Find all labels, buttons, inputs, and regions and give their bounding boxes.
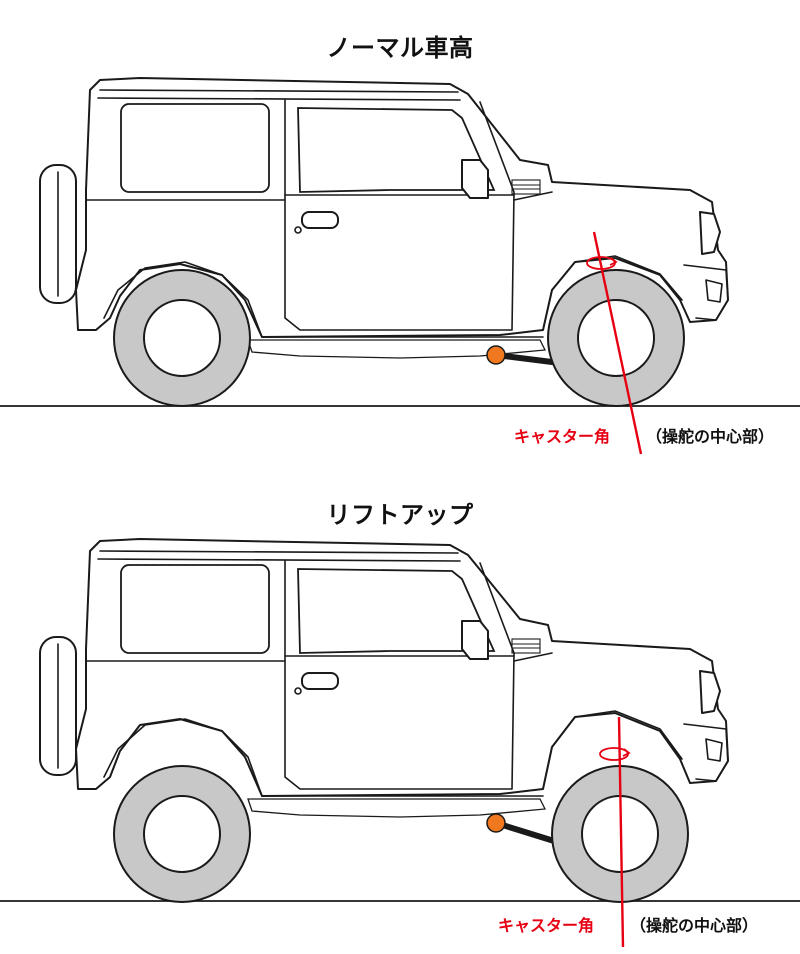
steering-axis-line — [592, 231, 643, 455]
caster-angle-label-lift: キャスター角 — [498, 916, 595, 935]
steering-center-label-lift: （操舵の中心部） — [630, 916, 759, 935]
vehicle-side-view-lift — [0, 538, 800, 948]
steering-axis-line — [617, 716, 625, 948]
underbody — [247, 339, 547, 359]
ball-joint-icon — [486, 345, 506, 365]
panel-title-lift: リフトアップ — [326, 501, 474, 529]
steering-center-label-normal: （操舵の中心部） — [646, 427, 775, 446]
panel-title-normal: ノーマル車高 — [326, 34, 474, 62]
headlight — [699, 670, 721, 714]
panel-lift-up: リフトアップ — [0, 477, 800, 954]
door-handle — [301, 672, 339, 690]
rear-window — [120, 103, 270, 193]
door-window — [297, 568, 496, 654]
caster-angle-label-normal: キャスター角 — [514, 427, 611, 446]
rear-rim — [143, 795, 221, 873]
rotation-arrow-icon — [599, 747, 631, 761]
rear-rim — [143, 299, 221, 377]
panel-normal-height: ノーマル車高 — [0, 34, 800, 455]
side-mirror — [461, 159, 489, 199]
rear-window — [120, 564, 270, 654]
side-mirror — [461, 620, 489, 660]
vehicle-side-view-normal — [0, 77, 800, 455]
door-window — [297, 107, 496, 193]
underbody — [247, 798, 547, 818]
headlight — [699, 211, 721, 255]
ball-joint-icon — [486, 813, 506, 833]
lower-arm — [493, 820, 557, 844]
door-handle — [301, 211, 339, 229]
